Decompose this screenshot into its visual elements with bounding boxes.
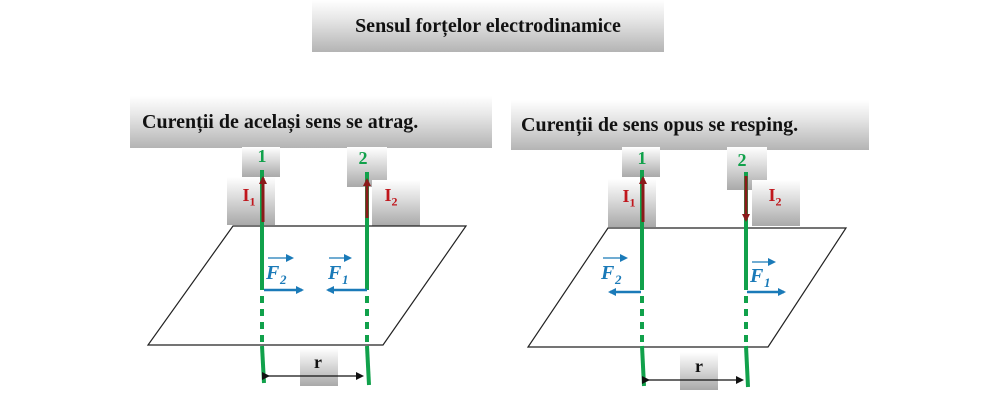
right-force1-sub: 1 xyxy=(764,275,771,290)
left-panel-caption-text: Curenții de același sens se atrag. xyxy=(142,110,419,133)
right-force1-letter: F xyxy=(749,265,764,287)
left-wire2-label: 2 xyxy=(358,148,368,168)
label-box-right-current1 xyxy=(608,179,656,227)
right-plane xyxy=(526,227,848,348)
left-force2-letter: F xyxy=(265,262,280,284)
left-force2-label: F 2 xyxy=(265,254,294,287)
right-current1-letter: I xyxy=(622,186,630,206)
left-wire1-label: 1 xyxy=(257,146,267,166)
left-force1-letter: F xyxy=(327,262,342,284)
label-box-left-current2 xyxy=(372,180,420,226)
left-current1-label: I1 xyxy=(234,185,264,210)
right-force2-sub: 2 xyxy=(614,272,622,287)
right-force1-label: F 1 xyxy=(749,258,776,290)
right-current2-sub: 2 xyxy=(775,194,782,209)
right-panel-caption: Curenții de sens opus se resping. xyxy=(511,100,869,150)
left-current2-letter: I xyxy=(384,185,392,205)
page-title: Sensul forțelor electrodinamice xyxy=(312,0,664,52)
left-force1-sub: 1 xyxy=(342,272,349,287)
left-current2-label: I2 xyxy=(376,185,406,210)
left-current1-sub: 1 xyxy=(249,194,256,209)
left-current1-letter: I xyxy=(242,185,250,205)
left-panel-caption: Curenții de același sens se atrag. xyxy=(130,96,492,148)
right-current1-label: I1 xyxy=(614,186,644,211)
left-current2-sub: 2 xyxy=(391,194,398,209)
right-current2-letter: I xyxy=(768,185,776,205)
right-force2-letter: F xyxy=(600,262,615,284)
left-distance-label: r xyxy=(314,352,322,372)
right-wire2-label: 2 xyxy=(737,150,747,170)
left-force1-label: F 1 xyxy=(327,254,352,287)
right-wire1-label: 1 xyxy=(637,148,647,168)
right-force2-label: F 2 xyxy=(600,254,628,287)
right-current2-label: I2 xyxy=(760,185,790,210)
right-current1-sub: 1 xyxy=(629,195,636,210)
right-panel-caption-text: Curenții de sens opus se resping. xyxy=(521,113,799,136)
label-box-left-current1 xyxy=(227,177,275,225)
page-title-text: Sensul forțelor electrodinamice xyxy=(355,14,621,37)
left-plane xyxy=(146,225,468,346)
right-distance-label: r xyxy=(695,356,703,376)
label-box-right-current2 xyxy=(752,180,800,226)
left-force2-sub: 2 xyxy=(279,272,287,287)
